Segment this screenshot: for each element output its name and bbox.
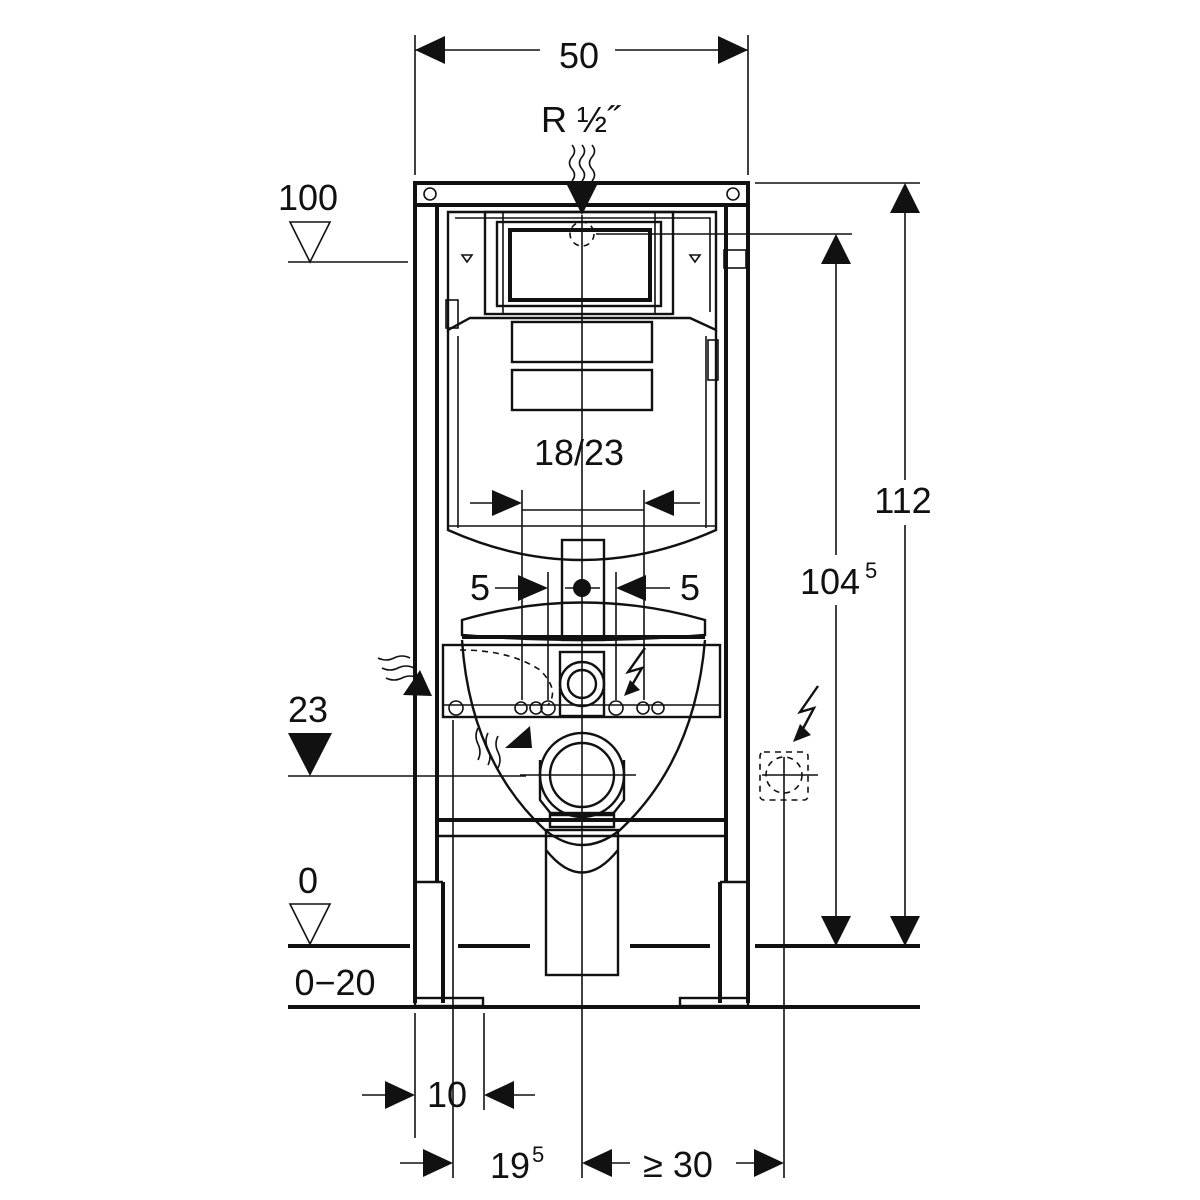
lightning-bolt-icon (793, 685, 819, 742)
level-triangle-icon (288, 221, 332, 264)
level-marker-23: 23 (288, 689, 526, 777)
dimension-clearance-30: ≥ 30 (582, 1144, 784, 1185)
height-104-label: 104 (800, 561, 860, 602)
offset-right-label: 5 (680, 567, 700, 608)
wc-pan (441, 601, 722, 977)
water-wave-icon (475, 726, 532, 769)
dimension-height-112: 112 (755, 182, 932, 946)
level-marker-0: 0 (288, 860, 920, 948)
depth-10-label: 10 (427, 1074, 467, 1115)
offset-left-label: 5 (470, 567, 490, 608)
height-112-label: 112 (874, 480, 931, 521)
clearance-30-label: ≥ 30 (643, 1144, 713, 1185)
supply-arrow-icon (567, 185, 597, 215)
level-100-label: 100 (278, 177, 338, 218)
lightning-bolt-icon (624, 647, 646, 696)
dimension-flush-plate: 18/23 (470, 432, 700, 700)
floor-build-up: 0−20 (288, 962, 920, 1009)
height-104-sup: 5 (865, 558, 877, 583)
dimension-height-104: 104 5 (800, 234, 877, 946)
dimension-depth-10: 10 (362, 1013, 535, 1138)
level-triangle-icon (288, 733, 332, 776)
water-wave-icon (377, 655, 432, 696)
floor-build-up-label: 0−20 (294, 962, 375, 1003)
cistern (445, 210, 747, 642)
level-marker-100: 100 (278, 177, 408, 264)
dimension-drain-19: 19 5 (400, 720, 544, 1186)
supply-thread-label: R ½˝ (541, 99, 621, 140)
dimension-width-50: 50 (414, 35, 749, 175)
level-triangle-icon (288, 903, 332, 946)
drain-19-label: 19 (490, 1145, 530, 1186)
flush-plate-label: 18/23 (534, 432, 624, 473)
installation-frame (413, 181, 750, 1008)
level-0-label: 0 (298, 860, 318, 901)
level-23-label: 23 (288, 689, 328, 730)
width-label: 50 (559, 35, 599, 76)
electrical-socket (759, 685, 819, 1178)
drain-19-sup: 5 (532, 1142, 544, 1167)
dimension-offsets: 5 5 (470, 567, 700, 700)
water-wave-icon (568, 144, 596, 182)
water-supply-callout: R ½˝ (541, 99, 852, 1178)
